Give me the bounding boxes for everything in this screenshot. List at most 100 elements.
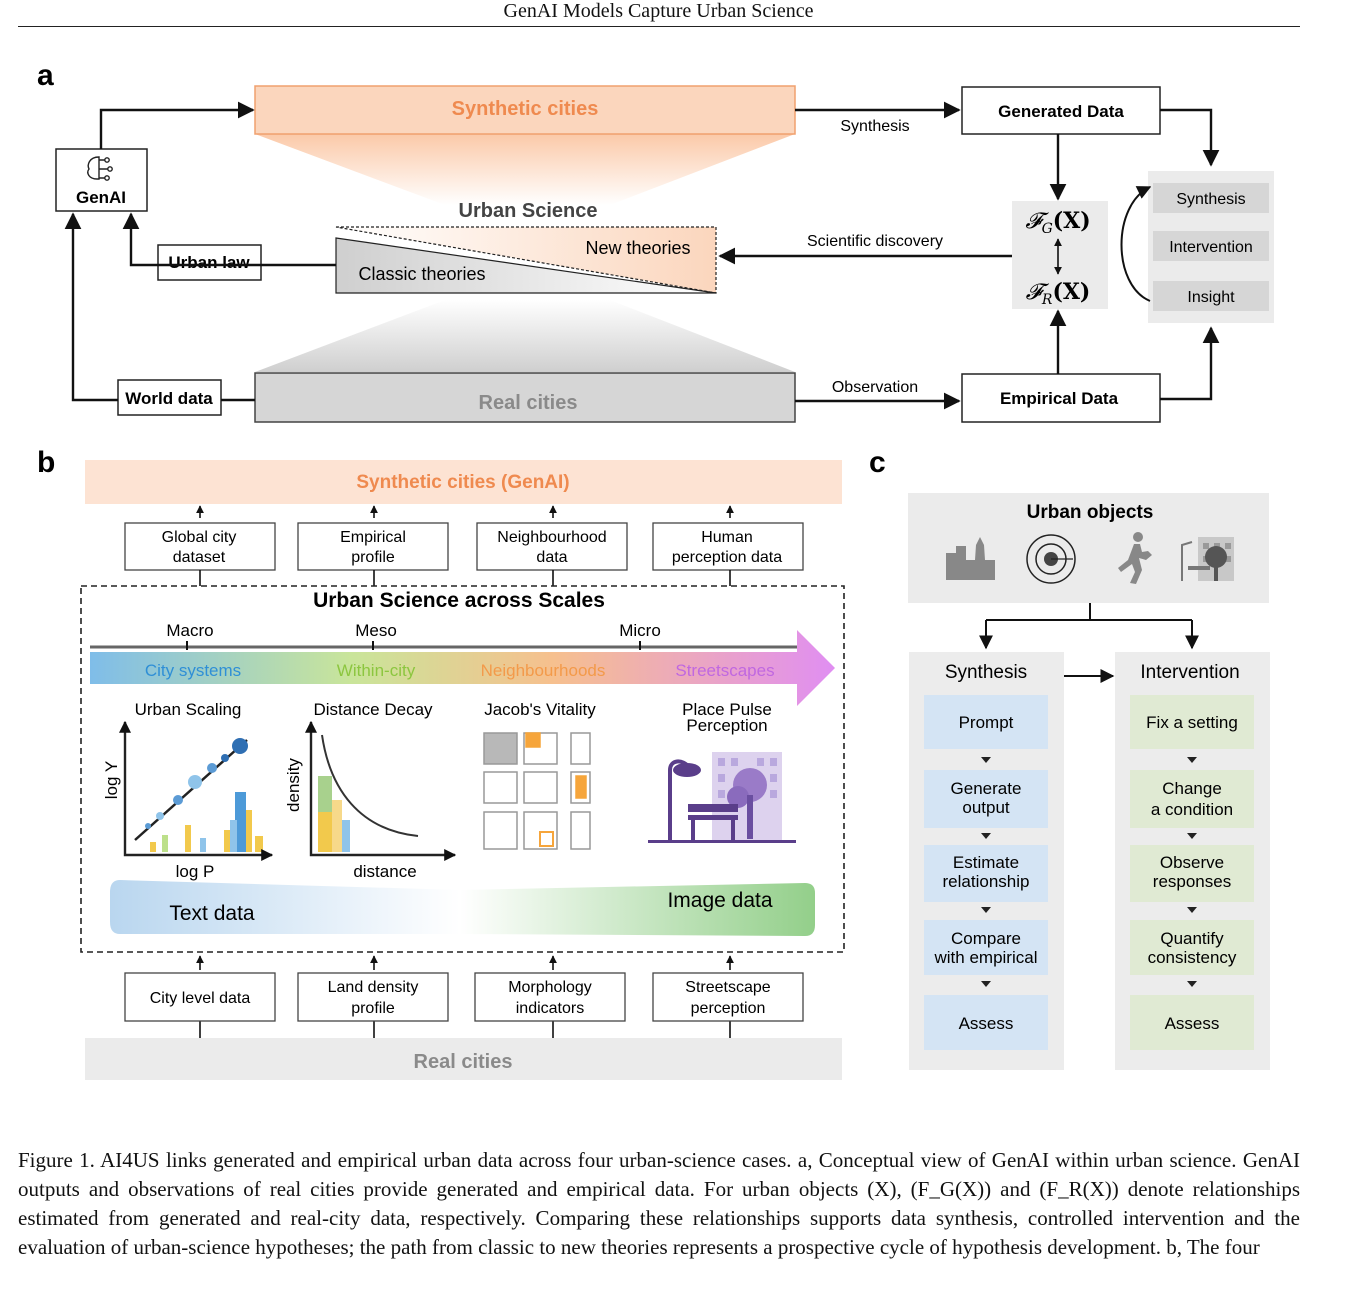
syn-step-prompt bbox=[924, 695, 1048, 749]
decay-y-label: density bbox=[284, 758, 303, 812]
syn-step-generate-line2: output bbox=[962, 798, 1010, 817]
streetscape-line1: Streetscape bbox=[685, 979, 770, 996]
int-step-change bbox=[1130, 770, 1254, 828]
scaling-x-label: log P bbox=[176, 862, 215, 881]
synthetic-cities-genai-label: Synthetic cities (GenAI) bbox=[356, 472, 569, 493]
empirical-data-label: Empirical Data bbox=[1000, 389, 1119, 408]
intervention-step-arrows bbox=[1187, 757, 1197, 987]
int-step-observe-line2: responses bbox=[1153, 872, 1231, 891]
cycle-intervention-box bbox=[1153, 231, 1269, 261]
urban-science-label: Urban Science bbox=[459, 200, 598, 222]
urban-scaling-plot bbox=[119, 720, 274, 861]
syn-step-estimate bbox=[924, 845, 1048, 902]
case-urban-scaling: Urban Scaling bbox=[135, 700, 242, 719]
text-data-wedge bbox=[110, 880, 460, 934]
int-step-quantify-line1: Quantify bbox=[1160, 929, 1224, 948]
intervention-column-title: Intervention bbox=[1140, 662, 1239, 683]
syn-step-compare-line1: Compare bbox=[951, 929, 1021, 948]
text-data-label: Text data bbox=[169, 902, 255, 925]
land-density-line1: Land density bbox=[328, 979, 419, 996]
figure-1: a Synthetic cities Real cities Urban Sci… bbox=[37, 59, 1274, 1080]
int-step-quantify-line2: consistency bbox=[1148, 948, 1237, 967]
synthetic-cities-label: Synthetic cities bbox=[452, 98, 599, 120]
int-step-observe-line1: Observe bbox=[1160, 853, 1224, 872]
cycle-intervention-label: Intervention bbox=[1169, 239, 1253, 256]
syn-step-compare-line2: with empirical bbox=[934, 948, 1038, 967]
scientific-discovery-label: Scientific discovery bbox=[807, 233, 943, 250]
fg-subscript: G bbox=[1042, 221, 1053, 237]
cycle-insight-label: Insight bbox=[1187, 289, 1235, 306]
urban-law-box bbox=[157, 244, 262, 281]
synthetic-cities-genai-bar bbox=[85, 460, 842, 504]
cycle-arrow bbox=[1120, 186, 1152, 302]
image-data-wedge bbox=[460, 883, 815, 936]
cycle-insight-box bbox=[1153, 281, 1269, 311]
synthesis-arrow-label: Synthesis bbox=[840, 118, 909, 135]
real-funnel bbox=[255, 300, 795, 372]
synthesis-step-arrows bbox=[981, 757, 991, 987]
syn-step-assess-label: Assess bbox=[959, 1014, 1014, 1033]
new-theories-label: New theories bbox=[585, 238, 690, 258]
syn-step-assess bbox=[924, 995, 1048, 1050]
cycle-synthesis-box bbox=[1153, 183, 1269, 213]
case-distance-decay: Distance Decay bbox=[313, 700, 433, 719]
int-step-quantify bbox=[1130, 920, 1254, 975]
streetscape-line2: perception bbox=[691, 1000, 766, 1017]
panel-c-label: c bbox=[869, 446, 886, 479]
empirical-profile-line2: profile bbox=[351, 549, 395, 566]
place-pulse-illustration bbox=[648, 752, 796, 843]
syn-step-prompt-label: Prompt bbox=[959, 713, 1014, 732]
streetscape-box bbox=[652, 972, 804, 1022]
pedestrian-icon bbox=[1118, 532, 1152, 584]
scaling-y-label: log Y bbox=[102, 761, 121, 799]
real-cities-label: Real cities bbox=[479, 392, 578, 414]
synthetic-cities-bar bbox=[254, 85, 796, 135]
genai-to-synthetic-arrow bbox=[99, 101, 255, 149]
fr-formula: 𝓕R(X) bbox=[1026, 279, 1091, 308]
human-perception-box bbox=[652, 522, 804, 571]
fr-arg: (X) bbox=[1052, 279, 1090, 305]
decay-x-label: distance bbox=[353, 862, 416, 881]
syn-step-generate-line1: Generate bbox=[951, 779, 1022, 798]
top-data-boxes: Global city dataset Empirical profile Ne… bbox=[124, 522, 804, 571]
objects-split-line bbox=[986, 603, 1192, 621]
empirical-profile-line1: Empirical bbox=[340, 529, 406, 546]
meso-label: Meso bbox=[355, 621, 397, 640]
world-data-to-genai-arrow bbox=[64, 212, 118, 402]
case-jacobs-vitality: Jacob's Vitality bbox=[484, 700, 596, 719]
figure-caption: Figure 1. AI4US links generated and empi… bbox=[18, 1148, 1300, 1259]
city-skyline-icon bbox=[946, 537, 995, 580]
scales-frame bbox=[80, 585, 845, 953]
bottom-box-arrows bbox=[196, 955, 734, 1038]
scales-title: Urban Science across Scales bbox=[313, 589, 605, 612]
urban-law-label: Urban law bbox=[168, 253, 250, 272]
jacobs-vitality-illustration bbox=[483, 732, 591, 850]
genai-label: GenAI bbox=[76, 188, 126, 207]
city-level-data-box bbox=[124, 972, 276, 1022]
generated-data-box bbox=[961, 86, 1161, 135]
synthesis-column-title: Synthesis bbox=[945, 662, 1027, 683]
world-data-label: World data bbox=[125, 389, 213, 408]
bottom-data-boxes: City level data Land density profile Mor… bbox=[124, 972, 804, 1022]
micro-label: Micro bbox=[619, 621, 661, 640]
syn-step-compare bbox=[924, 920, 1048, 975]
empirical-data-box bbox=[961, 373, 1161, 423]
top-box-arrows bbox=[196, 505, 734, 586]
city-level-data-label: City level data bbox=[150, 990, 251, 1007]
neighbourhood-data-line1: Neighbourhood bbox=[497, 529, 606, 546]
land-density-box bbox=[297, 972, 449, 1022]
int-step-assess bbox=[1130, 995, 1254, 1050]
urban-objects-title: Urban objects bbox=[1027, 502, 1154, 523]
generated-to-cycle-arrow bbox=[1160, 108, 1220, 167]
neighbourhood-data-line2: data bbox=[536, 549, 567, 566]
image-data-label: Image data bbox=[667, 889, 772, 912]
case-place-pulse: Place Pulse bbox=[682, 700, 772, 719]
empirical-to-cycle-arrow bbox=[1160, 326, 1220, 401]
case-perception: Perception bbox=[686, 716, 767, 735]
fg-formula: 𝓕G(X) bbox=[1025, 208, 1090, 237]
human-perception-line1: Human bbox=[701, 529, 753, 546]
int-step-fix bbox=[1130, 695, 1254, 749]
human-perception-line2: perception data bbox=[672, 549, 782, 566]
morphology-box bbox=[474, 972, 626, 1022]
fr-subscript: R bbox=[1041, 292, 1053, 308]
